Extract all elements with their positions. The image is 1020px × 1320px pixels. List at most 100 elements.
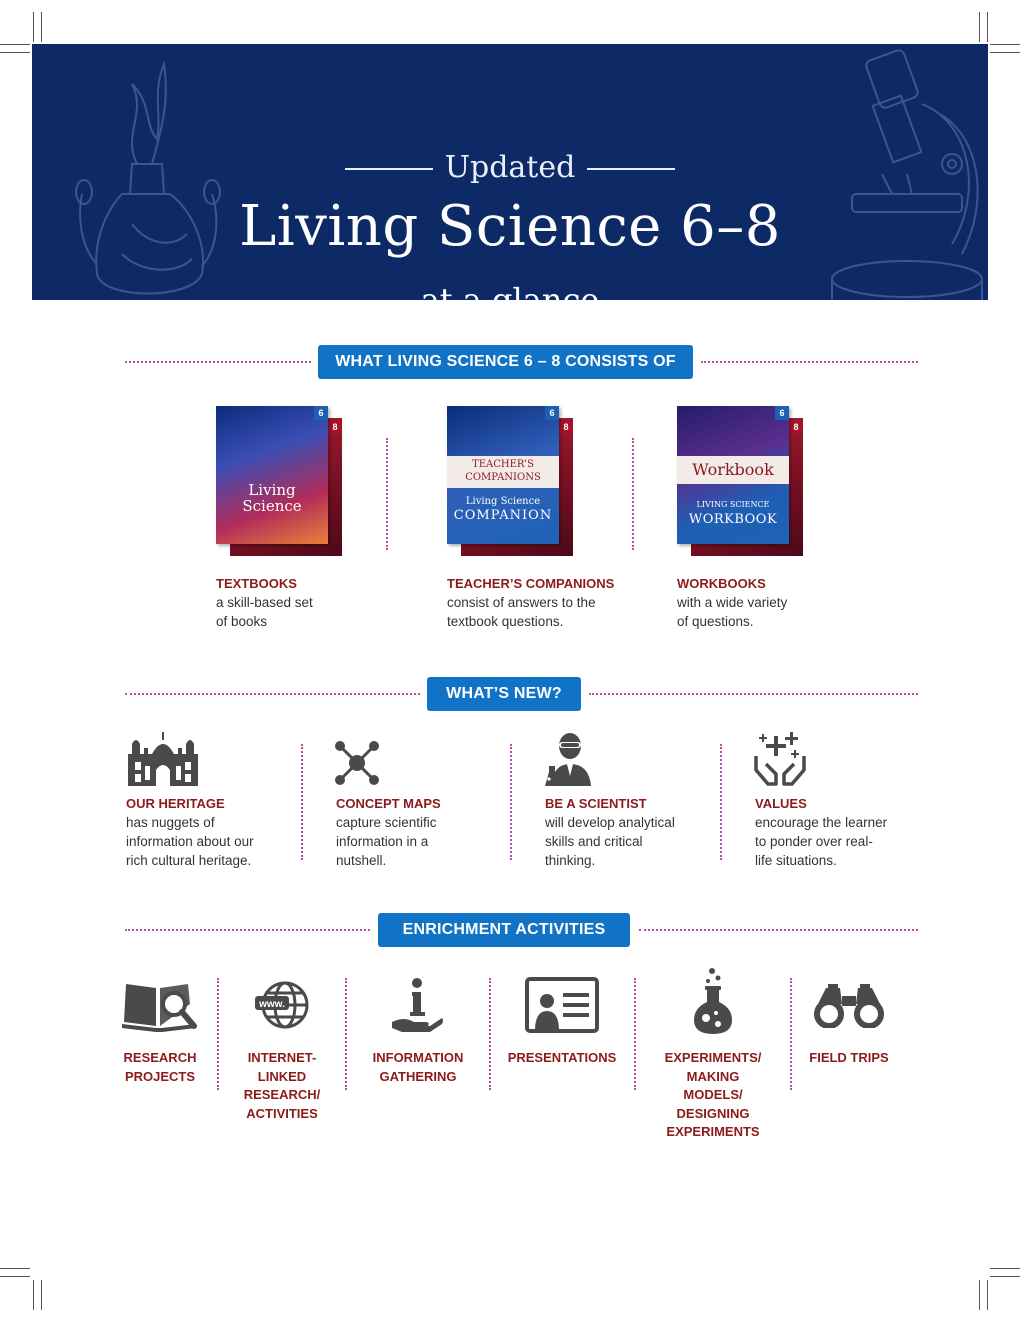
dotted-rule: [125, 693, 420, 695]
feature-values: VALUES encourage the learner to ponder o…: [755, 794, 915, 870]
activity-line: INTERNET-: [247, 1050, 317, 1065]
page-title: Living Science 6–8: [239, 194, 781, 259]
grade-badge: 6: [775, 406, 789, 420]
feature-text: will develop analytical: [545, 815, 675, 830]
activity-information-gathering: INFORMATION GATHERING: [363, 1049, 473, 1086]
feature-text: information in a: [336, 834, 429, 849]
title-banner: Updated Living Science 6–8 at a glance: [32, 44, 988, 300]
cover-title-2: WORKBOOK: [688, 512, 778, 527]
activity-research-projects: RESEARCH PROJECTS: [115, 1049, 205, 1086]
dotted-rule: [125, 929, 370, 931]
dotted-divider: [386, 438, 388, 550]
left-rule: [344, 168, 433, 170]
front-cover: 6 TEACHER’S COMPANIONS Living Science CO…: [447, 406, 559, 544]
grade-badge: 8: [328, 420, 342, 434]
cover-title: Living Science: [242, 481, 302, 515]
internet-globe-icon: www.: [255, 981, 309, 1029]
activity-line: EXPERIMENTS/: [664, 1050, 762, 1065]
feature-text: rich cultural heritage.: [126, 853, 252, 868]
feature-text: skills and critical: [545, 834, 643, 849]
concept-map-icon: [335, 741, 379, 785]
cover-band: Workbook: [677, 456, 789, 484]
activity-line: MAKING: [686, 1068, 740, 1084]
section-header-consists: WHAT LIVING SCIENCE 6 – 8 CONSISTS OF: [125, 345, 918, 379]
feature-text: life situations.: [755, 853, 837, 868]
front-cover: 6 Workbook LIVING SCIENCE WORKBOOK: [677, 406, 789, 544]
grade-badge: 8: [789, 420, 803, 434]
page-subtitle: at a glance: [420, 281, 600, 300]
teachers-companion-cover: 8 6 TEACHER’S COMPANIONS Living Science …: [447, 406, 573, 560]
activity-line: PROJECTS: [124, 1068, 196, 1084]
activity-line: MODELS/: [683, 1087, 743, 1102]
caption-label: WORKBOOKS: [677, 576, 766, 591]
activity-line: INFORMATION: [372, 1050, 464, 1065]
feature-our-heritage: OUR HERITAGE has nuggets of information …: [126, 794, 286, 870]
textbooks-caption: TEXTBOOKS a skill-based set of books: [216, 574, 396, 631]
research-book-icon: [122, 984, 197, 1032]
section-pill: WHAT’S NEW?: [427, 677, 581, 711]
caption-text: textbook questions.: [447, 614, 564, 629]
dotted-divider: [790, 978, 792, 1090]
flask-icon: [694, 968, 732, 1034]
dotted-divider: [720, 744, 722, 860]
activity-line: EXPERIMENTS: [666, 1124, 760, 1139]
information-hand-icon: [392, 978, 443, 1032]
feature-text: capture scientific: [336, 815, 437, 830]
caption-text: of questions.: [677, 614, 754, 629]
companions-caption: TEACHER’S COMPANIONS consist of answers …: [447, 574, 627, 631]
front-cover: 6 Living Science: [216, 406, 328, 544]
dotted-rule: [125, 361, 311, 363]
feature-text: has nuggets of: [126, 815, 215, 830]
caption-label: TEXTBOOKS: [216, 576, 297, 591]
dotted-divider: [510, 744, 512, 860]
textbook-cover: 8 6 Living Science: [216, 406, 342, 560]
activity-line: RESEARCH/: [243, 1087, 321, 1102]
feature-text: thinking.: [545, 853, 596, 868]
caption-text: with a wide variety: [677, 595, 788, 610]
section-pill: ENRICHMENT ACTIVITIES: [378, 913, 630, 947]
activity-line: GATHERING: [379, 1068, 457, 1084]
workbook-cover: 8 6 Workbook LIVING SCIENCE WORKBOOK: [677, 406, 803, 560]
caption-text: of books: [216, 614, 268, 629]
feature-text: encourage the learner: [755, 815, 888, 830]
section-pill: WHAT LIVING SCIENCE 6 – 8 CONSISTS OF: [318, 345, 693, 379]
heritage-monument-icon: [128, 732, 198, 786]
section-header-enrichment: ENRICHMENT ACTIVITIES: [125, 913, 918, 947]
activity-field-trips: FIELD TRIPS: [799, 1049, 899, 1068]
scientist-icon: [545, 733, 591, 786]
grade-badge: 6: [314, 406, 328, 420]
dotted-divider: [345, 978, 347, 1090]
activity-internet-linked: INTERNET- LINKED RESEARCH/ ACTIVITIES: [237, 1049, 327, 1123]
binoculars-icon: [814, 984, 884, 1028]
feature-text: nutshell.: [336, 853, 387, 868]
activity-line: ACTIVITIES: [246, 1105, 318, 1121]
activity-line: PRESENTATIONS: [507, 1050, 617, 1065]
workbooks-caption: WORKBOOKS with a wide variety of questio…: [677, 574, 857, 631]
grade-badge: 6: [545, 406, 559, 420]
caption-text: consist of answers to the: [447, 595, 596, 610]
presentation-icon: [525, 977, 599, 1033]
feature-label: BE A SCIENTIST: [545, 796, 647, 811]
cover-band: TEACHER’S COMPANIONS: [447, 456, 559, 488]
updated-text: Updated: [444, 150, 576, 185]
feature-label: OUR HERITAGE: [126, 796, 225, 811]
feature-label: VALUES: [755, 796, 807, 811]
activity-line: DESIGNING: [676, 1105, 750, 1121]
updated-heading: Updated: [32, 150, 988, 185]
activity-line: FIELD TRIPS: [809, 1050, 889, 1065]
dotted-rule: [589, 693, 918, 695]
dotted-divider: [632, 438, 634, 550]
microscope-illustration-icon: [831, 49, 983, 300]
activity-line: RESEARCH: [123, 1050, 197, 1065]
cover-title: Living Science: [465, 496, 541, 507]
activity-line: LINKED: [257, 1068, 307, 1084]
dotted-rule: [639, 929, 918, 931]
dotted-divider: [301, 744, 303, 860]
dotted-divider: [217, 978, 219, 1090]
feature-concept-maps: CONCEPT MAPS capture scientific informat…: [336, 794, 496, 870]
values-hands-icon: [754, 732, 806, 786]
activity-presentations: PRESENTATIONS: [502, 1049, 622, 1068]
right-rule: [587, 168, 676, 170]
feature-text: information about our: [126, 834, 254, 849]
grade-badge: 8: [559, 420, 573, 434]
